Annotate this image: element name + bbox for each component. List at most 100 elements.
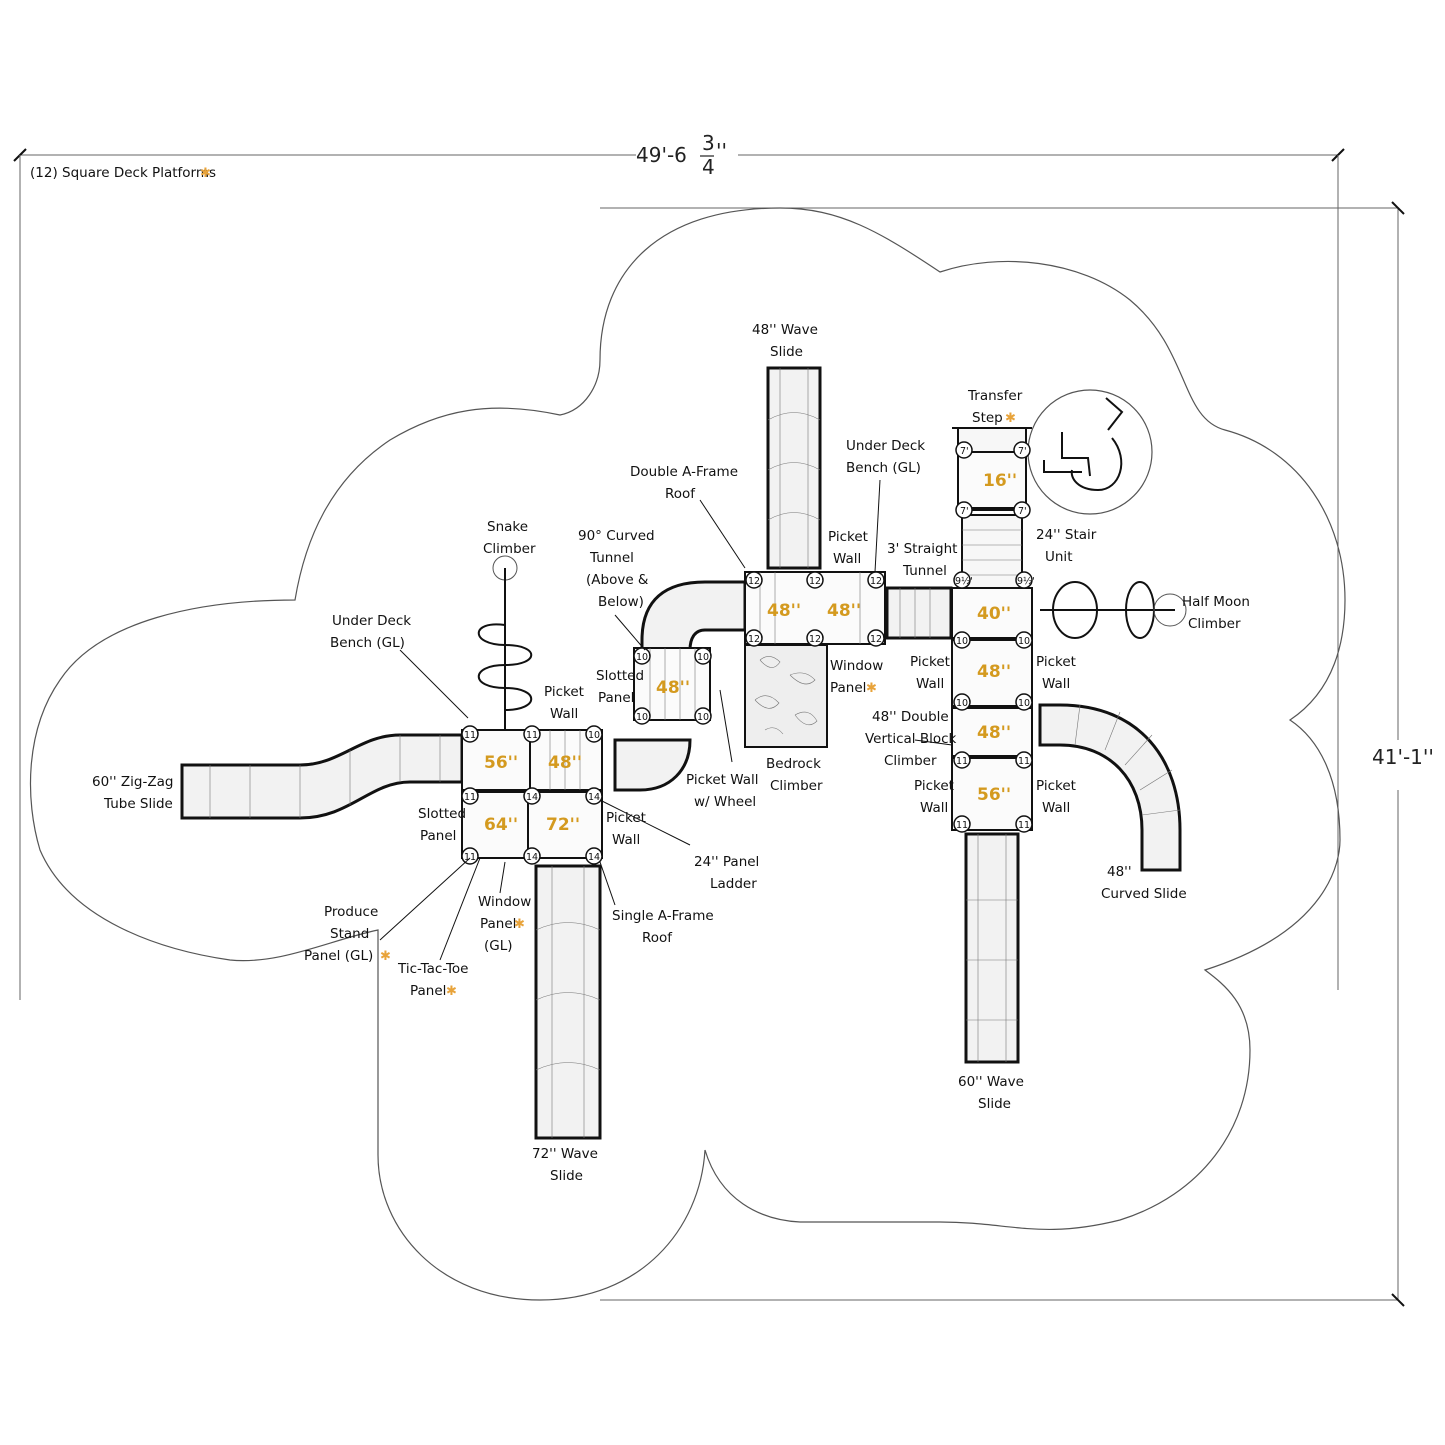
svg-text:11': 11': [1018, 820, 1033, 831]
svg-text:60'' Wave: 60'' Wave: [958, 1074, 1024, 1090]
svg-text:✱: ✱: [514, 917, 525, 932]
svg-text:Slide: Slide: [770, 344, 803, 360]
svg-text:11': 11': [956, 820, 971, 831]
svg-text:Snake: Snake: [487, 519, 528, 535]
svg-text:✱: ✱: [446, 984, 457, 999]
svg-text:12': 12': [809, 634, 824, 645]
deck-56-b-label: 56'': [977, 785, 1011, 805]
svg-text:Tunnel: Tunnel: [902, 563, 947, 579]
svg-text:Window: Window: [830, 658, 883, 674]
svg-text:12': 12': [870, 634, 885, 645]
height-dimension: 41'-1'': [1372, 745, 1434, 769]
svg-text:90° Curved: 90° Curved: [578, 528, 655, 544]
svg-text:(Above &: (Above &: [586, 572, 649, 588]
svg-text:Curved Slide: Curved Slide: [1101, 886, 1187, 902]
star-icon: ✱: [200, 166, 211, 181]
bedrock-climber: [744, 644, 828, 748]
svg-text:3' Straight: 3' Straight: [887, 541, 957, 557]
accessibility-icon: [1027, 389, 1153, 515]
svg-text:Slotted: Slotted: [596, 668, 644, 684]
deck-48-c-label: 48'': [656, 678, 690, 698]
deck-16-label: 16'': [983, 471, 1017, 491]
svg-text:9½': 9½': [1017, 576, 1035, 587]
svg-text:Half Moon: Half Moon: [1182, 594, 1250, 610]
deck-72-label: 72'': [546, 815, 580, 835]
svg-text:10': 10': [956, 698, 971, 709]
svg-text:11': 11': [464, 730, 479, 741]
svg-text:Tic-Tac-Toe: Tic-Tac-Toe: [397, 961, 469, 977]
deck-platforms-note: (12) Square Deck Platforms: [30, 165, 216, 181]
svg-text:10': 10': [636, 652, 651, 663]
svg-text:Vertical Block: Vertical Block: [865, 731, 957, 747]
svg-text:14': 14': [588, 792, 603, 803]
deck-48-d-label: 48'': [977, 662, 1011, 682]
svg-text:(GL): (GL): [484, 938, 513, 954]
svg-text:7': 7': [960, 506, 969, 517]
svg-text:✱: ✱: [380, 949, 391, 964]
deck-40: [951, 587, 1033, 639]
svg-text:Climber: Climber: [483, 541, 536, 557]
svg-text:Under Deck: Under Deck: [332, 613, 411, 629]
svg-text:72'' Wave: 72'' Wave: [532, 1146, 598, 1162]
svg-text:Produce: Produce: [324, 904, 378, 920]
svg-text:14': 14': [526, 852, 541, 863]
post-markers: 12' 12' 12' 12' 12' 12' 10' 10' 10' 10' …: [461, 441, 1035, 865]
svg-text:Slotted: Slotted: [418, 806, 466, 822]
deck-48-lower: [951, 707, 1033, 757]
svg-text:Wall: Wall: [833, 551, 861, 567]
svg-text:Wall: Wall: [612, 832, 640, 848]
svg-text:Step: Step: [972, 410, 1003, 426]
svg-text:Picket: Picket: [914, 778, 954, 794]
deck-48-e-label: 48'': [977, 723, 1011, 743]
svg-text:Picket: Picket: [544, 684, 584, 700]
wave-slide-60: [964, 832, 1020, 1064]
svg-text:Panel: Panel: [410, 983, 446, 999]
svg-text:Climber: Climber: [770, 778, 823, 794]
svg-text:Picket Wall: Picket Wall: [686, 772, 759, 788]
svg-text:Picket: Picket: [828, 529, 868, 545]
deck-56-a-label: 56'': [484, 753, 518, 773]
component-labels: 48'' Wave Slide Transfer Step ✱ Double A…: [92, 322, 1250, 1184]
svg-text:60'' Zig-Zag: 60'' Zig-Zag: [92, 774, 173, 790]
width-dimension: 49'-6: [636, 143, 687, 167]
svg-text:Tube Slide: Tube Slide: [103, 796, 173, 812]
deck-48-a-label: 48'': [767, 601, 801, 621]
svg-text:Double A-Frame: Double A-Frame: [630, 464, 738, 480]
svg-text:10': 10': [1018, 698, 1033, 709]
svg-text:11': 11': [526, 730, 541, 741]
svg-text:Panel (GL): Panel (GL): [304, 948, 373, 964]
svg-text:24'' Panel: 24'' Panel: [694, 854, 759, 870]
svg-text:Wall: Wall: [550, 706, 578, 722]
svg-text:10': 10': [697, 652, 712, 663]
svg-text:12': 12': [870, 576, 885, 587]
svg-text:7': 7': [960, 446, 969, 457]
deck-40-label: 40'': [977, 604, 1011, 624]
svg-text:48'' Double: 48'' Double: [872, 709, 949, 725]
svg-text:Below): Below): [598, 594, 644, 610]
leader-lines: [379, 479, 953, 961]
svg-text:11': 11': [1018, 756, 1033, 767]
svg-text:Climber: Climber: [884, 753, 937, 769]
svg-text:12': 12': [809, 576, 824, 587]
deck-16: [957, 451, 1027, 509]
svg-text:Transfer: Transfer: [967, 388, 1023, 404]
wave-slide-72: [534, 864, 602, 1140]
svg-text:Tunnel: Tunnel: [589, 550, 634, 566]
svg-text:Picket: Picket: [1036, 654, 1076, 670]
svg-text:Roof: Roof: [665, 486, 696, 502]
svg-text:Single A-Frame: Single A-Frame: [612, 908, 714, 924]
svg-text:10': 10': [1018, 636, 1033, 647]
svg-text:Panel: Panel: [480, 916, 516, 932]
svg-text:w/ Wheel: w/ Wheel: [694, 794, 756, 810]
wave-slide-48: [766, 366, 822, 570]
svg-text:Bench (GL): Bench (GL): [330, 635, 405, 651]
svg-text:Roof: Roof: [642, 930, 673, 946]
svg-text:14': 14': [526, 792, 541, 803]
svg-text:Bedrock: Bedrock: [766, 756, 821, 772]
svg-text:48'': 48'': [1107, 864, 1132, 880]
snake-climber: [477, 555, 533, 730]
svg-text:Stand: Stand: [330, 926, 369, 942]
svg-text:Picket: Picket: [606, 810, 646, 826]
deck-64-label: 64'': [484, 815, 518, 835]
